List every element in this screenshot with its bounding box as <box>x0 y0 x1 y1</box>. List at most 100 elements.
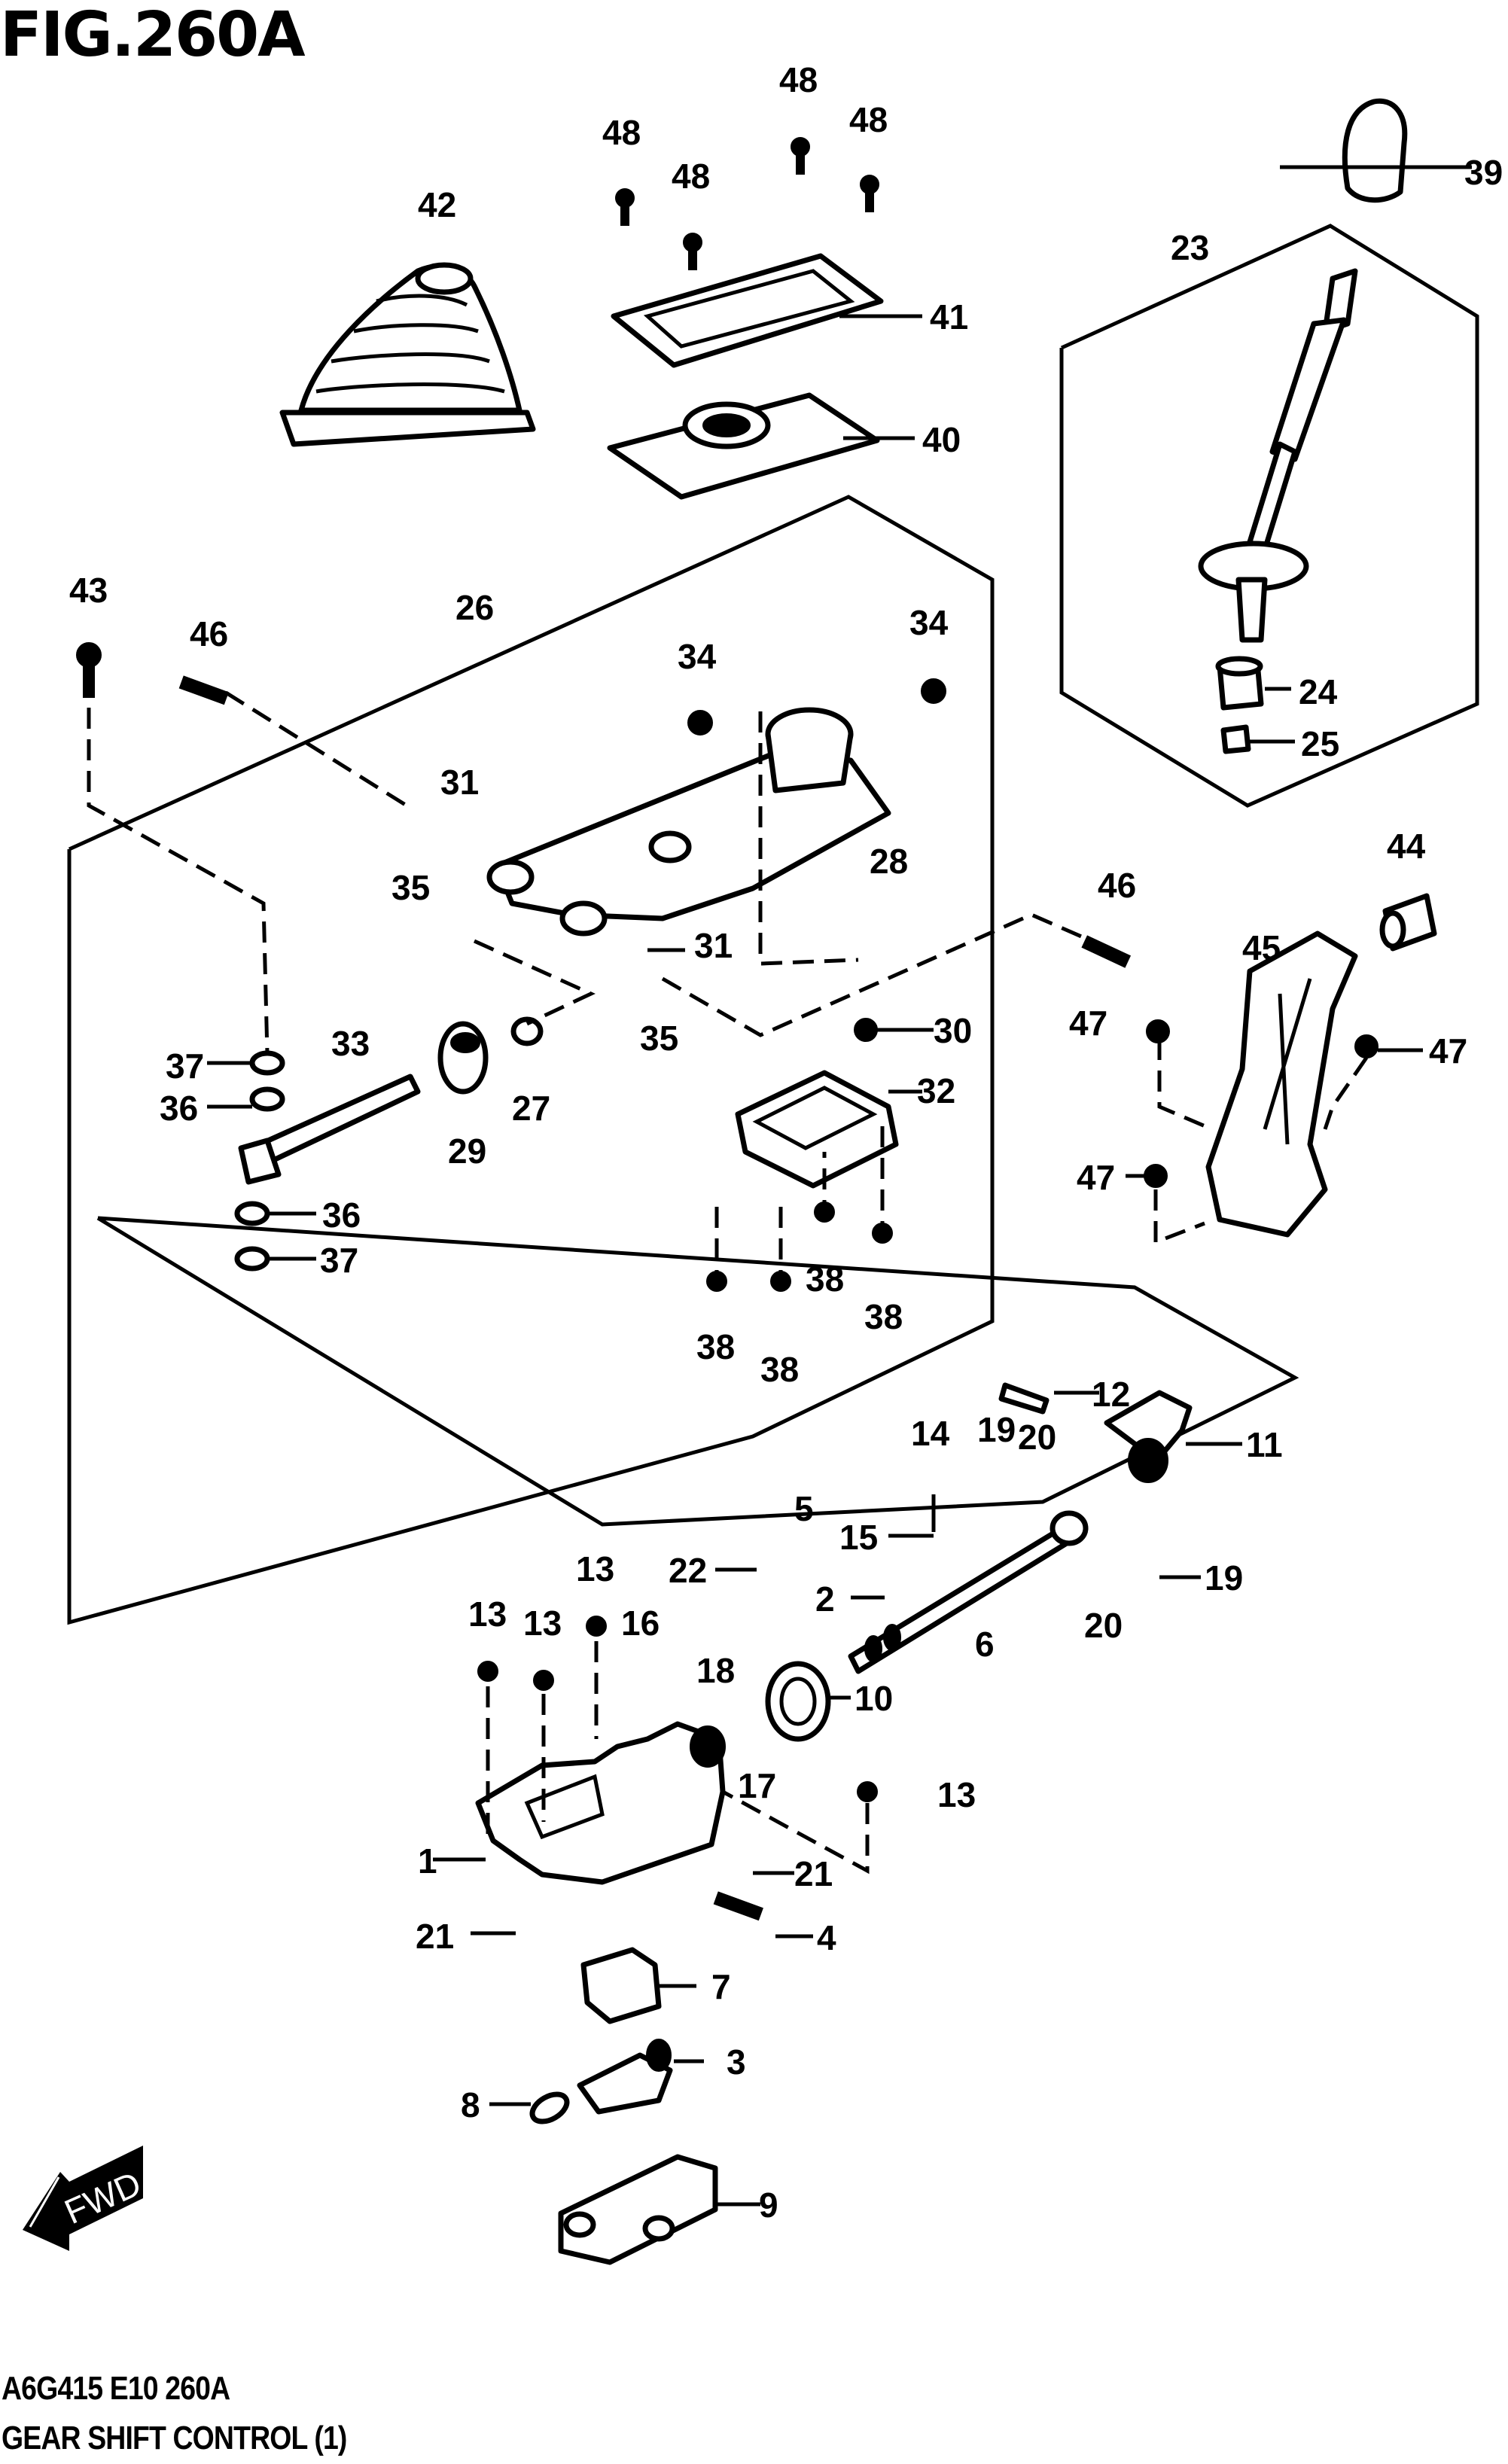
nut-36a <box>249 1086 285 1112</box>
bolt-13c <box>586 1616 607 1637</box>
figure-title: FIG.260A <box>0 0 306 71</box>
callout-35: 35 <box>640 1019 678 1058</box>
part-42-shift-boot <box>279 262 536 447</box>
part-9-bracket <box>558 2154 718 2265</box>
callout-46: 46 <box>1098 866 1136 905</box>
part-11-lever <box>1104 1390 1193 1483</box>
bolt-46a <box>178 675 229 705</box>
callout-18: 18 <box>696 1651 735 1690</box>
callout-47: 47 <box>1077 1158 1115 1197</box>
part-41-cover-plate <box>611 253 884 368</box>
callout-6: 6 <box>975 1625 995 1664</box>
part-27-washer <box>510 1016 544 1046</box>
callout-32: 32 <box>917 1071 955 1110</box>
bolt-47b <box>1354 1034 1379 1058</box>
callout-36: 36 <box>160 1089 198 1128</box>
callout-48: 48 <box>602 113 641 152</box>
fasteners <box>76 137 1379 1921</box>
part-3-lever <box>577 2039 673 2115</box>
callout-13: 13 <box>523 1604 562 1643</box>
part-24-bushing <box>1215 656 1264 711</box>
bolt-47a <box>1146 1019 1170 1043</box>
callout-27: 27 <box>512 1089 550 1128</box>
callout-39: 39 <box>1464 153 1503 192</box>
callout-30: 30 <box>934 1011 972 1050</box>
callout-48: 48 <box>672 157 710 196</box>
callout-47: 47 <box>1429 1031 1467 1071</box>
callout-40: 40 <box>922 420 961 459</box>
callout-19: 19 <box>977 1410 1016 1449</box>
part-32-plate <box>735 1070 899 1189</box>
callout-31: 31 <box>440 763 479 802</box>
part-12-bolt <box>998 1382 1050 1415</box>
group-frame-26 <box>67 495 995 1625</box>
part-23-shift-lever <box>1198 268 1358 643</box>
bolt-43 <box>76 642 102 698</box>
bolt-13b <box>533 1670 554 1691</box>
callout-21: 21 <box>416 1917 454 1956</box>
callout-22: 22 <box>669 1551 707 1590</box>
callout-20: 20 <box>1084 1606 1123 1645</box>
callout-9: 9 <box>759 2185 778 2225</box>
callout-12: 12 <box>1092 1375 1130 1414</box>
callout-31: 31 <box>694 926 733 965</box>
part-1-case <box>475 1721 726 1885</box>
callout-38: 38 <box>806 1259 844 1299</box>
part-39-shift-knob <box>1342 98 1408 203</box>
nut-36b <box>234 1201 270 1226</box>
bolt-13a <box>477 1661 498 1682</box>
bolt-48d <box>683 233 702 270</box>
callout-8: 8 <box>461 2085 480 2124</box>
callout-37: 37 <box>320 1241 358 1280</box>
part-8-washer <box>529 2091 570 2124</box>
callout-36: 36 <box>322 1195 361 1235</box>
callout-47: 47 <box>1069 1004 1107 1043</box>
callout-42: 42 <box>418 185 456 224</box>
callout-38: 38 <box>696 1327 735 1366</box>
callout-24: 24 <box>1299 672 1338 711</box>
callout-13: 13 <box>576 1549 614 1588</box>
part-44-bushing <box>1379 893 1437 952</box>
bolt-47c <box>1144 1164 1168 1188</box>
part-45-bracket <box>1205 930 1358 1238</box>
forward-arrow-icon: FWD <box>23 2146 147 2251</box>
assembly-lines <box>87 690 1369 1875</box>
bolt-13d <box>857 1781 878 1802</box>
callout-15: 15 <box>839 1518 878 1557</box>
group-frame-23 <box>1059 224 1479 808</box>
callout-13: 13 <box>937 1775 976 1814</box>
figure-name: GEAR SHIFT CONTROL (1) <box>2 2420 347 2456</box>
callout-7: 7 <box>711 1967 731 2006</box>
callout-41: 41 <box>930 297 968 337</box>
bolt-48c <box>860 175 879 212</box>
callout-33: 33 <box>331 1024 370 1063</box>
callout-35: 35 <box>391 868 430 907</box>
part-29-boot <box>437 1021 489 1095</box>
callout-5: 5 <box>794 1489 814 1528</box>
callout-45: 45 <box>1242 928 1281 967</box>
callout-1: 1 <box>418 1841 437 1881</box>
callout-13: 13 <box>468 1594 507 1634</box>
callout-23: 23 <box>1171 228 1209 267</box>
figure-code: A6G415 E10 260A <box>2 2370 230 2407</box>
callout-29: 29 <box>448 1131 486 1171</box>
nut-37b <box>234 1246 270 1272</box>
part-40-gasket-plate <box>607 392 880 500</box>
callout-38: 38 <box>864 1297 903 1336</box>
callout-2: 2 <box>815 1579 835 1619</box>
part-25-collar <box>1220 724 1251 754</box>
group-frame-lower <box>96 1216 1299 1527</box>
bolt-46b <box>1081 935 1132 968</box>
bolt-48b <box>791 137 810 175</box>
callout-37: 37 <box>166 1046 204 1086</box>
callout-43: 43 <box>69 571 108 610</box>
callout-25: 25 <box>1301 724 1339 763</box>
callouts: 48 48 48 48 39 42 41 40 23 24 25 43 46 2… <box>69 60 1503 2225</box>
callout-4: 4 <box>817 1918 836 1957</box>
callout-46: 46 <box>190 614 228 653</box>
nut-37a <box>249 1050 285 1076</box>
part-33-shift-rod <box>238 1074 421 1185</box>
callout-38: 38 <box>760 1350 799 1389</box>
callout-14: 14 <box>911 1414 950 1453</box>
